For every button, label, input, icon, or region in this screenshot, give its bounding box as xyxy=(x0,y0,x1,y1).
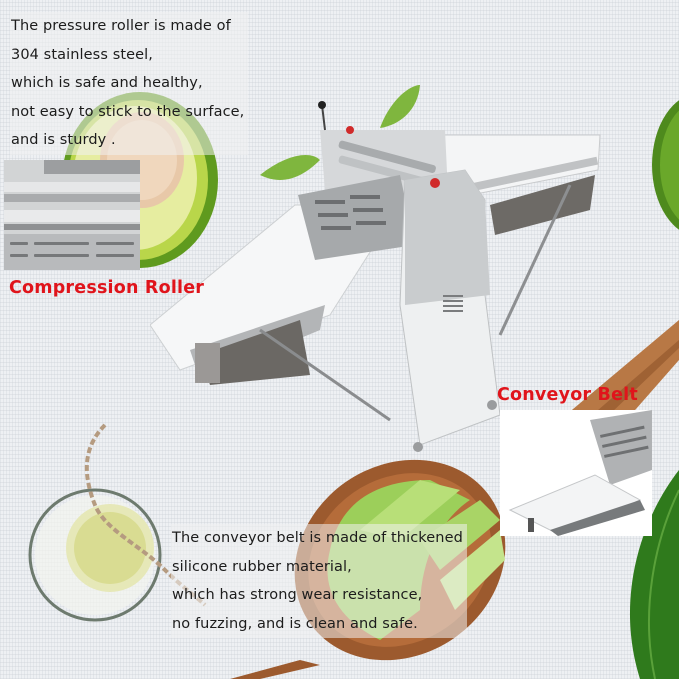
description-line: and is sturdy . xyxy=(11,132,116,148)
compression-roller-inset xyxy=(4,160,140,270)
description-line: silicone rubber material, xyxy=(172,558,352,575)
conveyor-belt-label: Conveyor Belt xyxy=(497,385,638,405)
description-line: The pressure roller is made of xyxy=(11,18,231,34)
bottom-description: The conveyor belt is made of thickened s… xyxy=(171,524,467,638)
avocado-whole-icon xyxy=(652,100,679,230)
description-line: The conveyor belt is made of thickened xyxy=(172,530,463,546)
leaf-icon xyxy=(260,155,320,180)
conveyor-belt-inset xyxy=(500,410,652,536)
top-description: The pressure roller is made of 304 stain… xyxy=(10,12,249,155)
dough-sheeter-machine xyxy=(150,101,601,452)
description-line: which is safe and healthy, xyxy=(11,75,203,91)
description-line: which has strong wear resistance, xyxy=(172,587,423,603)
compression-roller-label: Compression Roller xyxy=(9,278,205,298)
oil-glass-icon xyxy=(28,423,207,622)
description-line: 304 stainless steel, xyxy=(11,46,154,63)
leaf-icon xyxy=(380,85,420,128)
description-line: no fuzzing, and is clean and safe. xyxy=(172,615,418,632)
description-line: not easy to stick to the surface, xyxy=(11,103,245,120)
